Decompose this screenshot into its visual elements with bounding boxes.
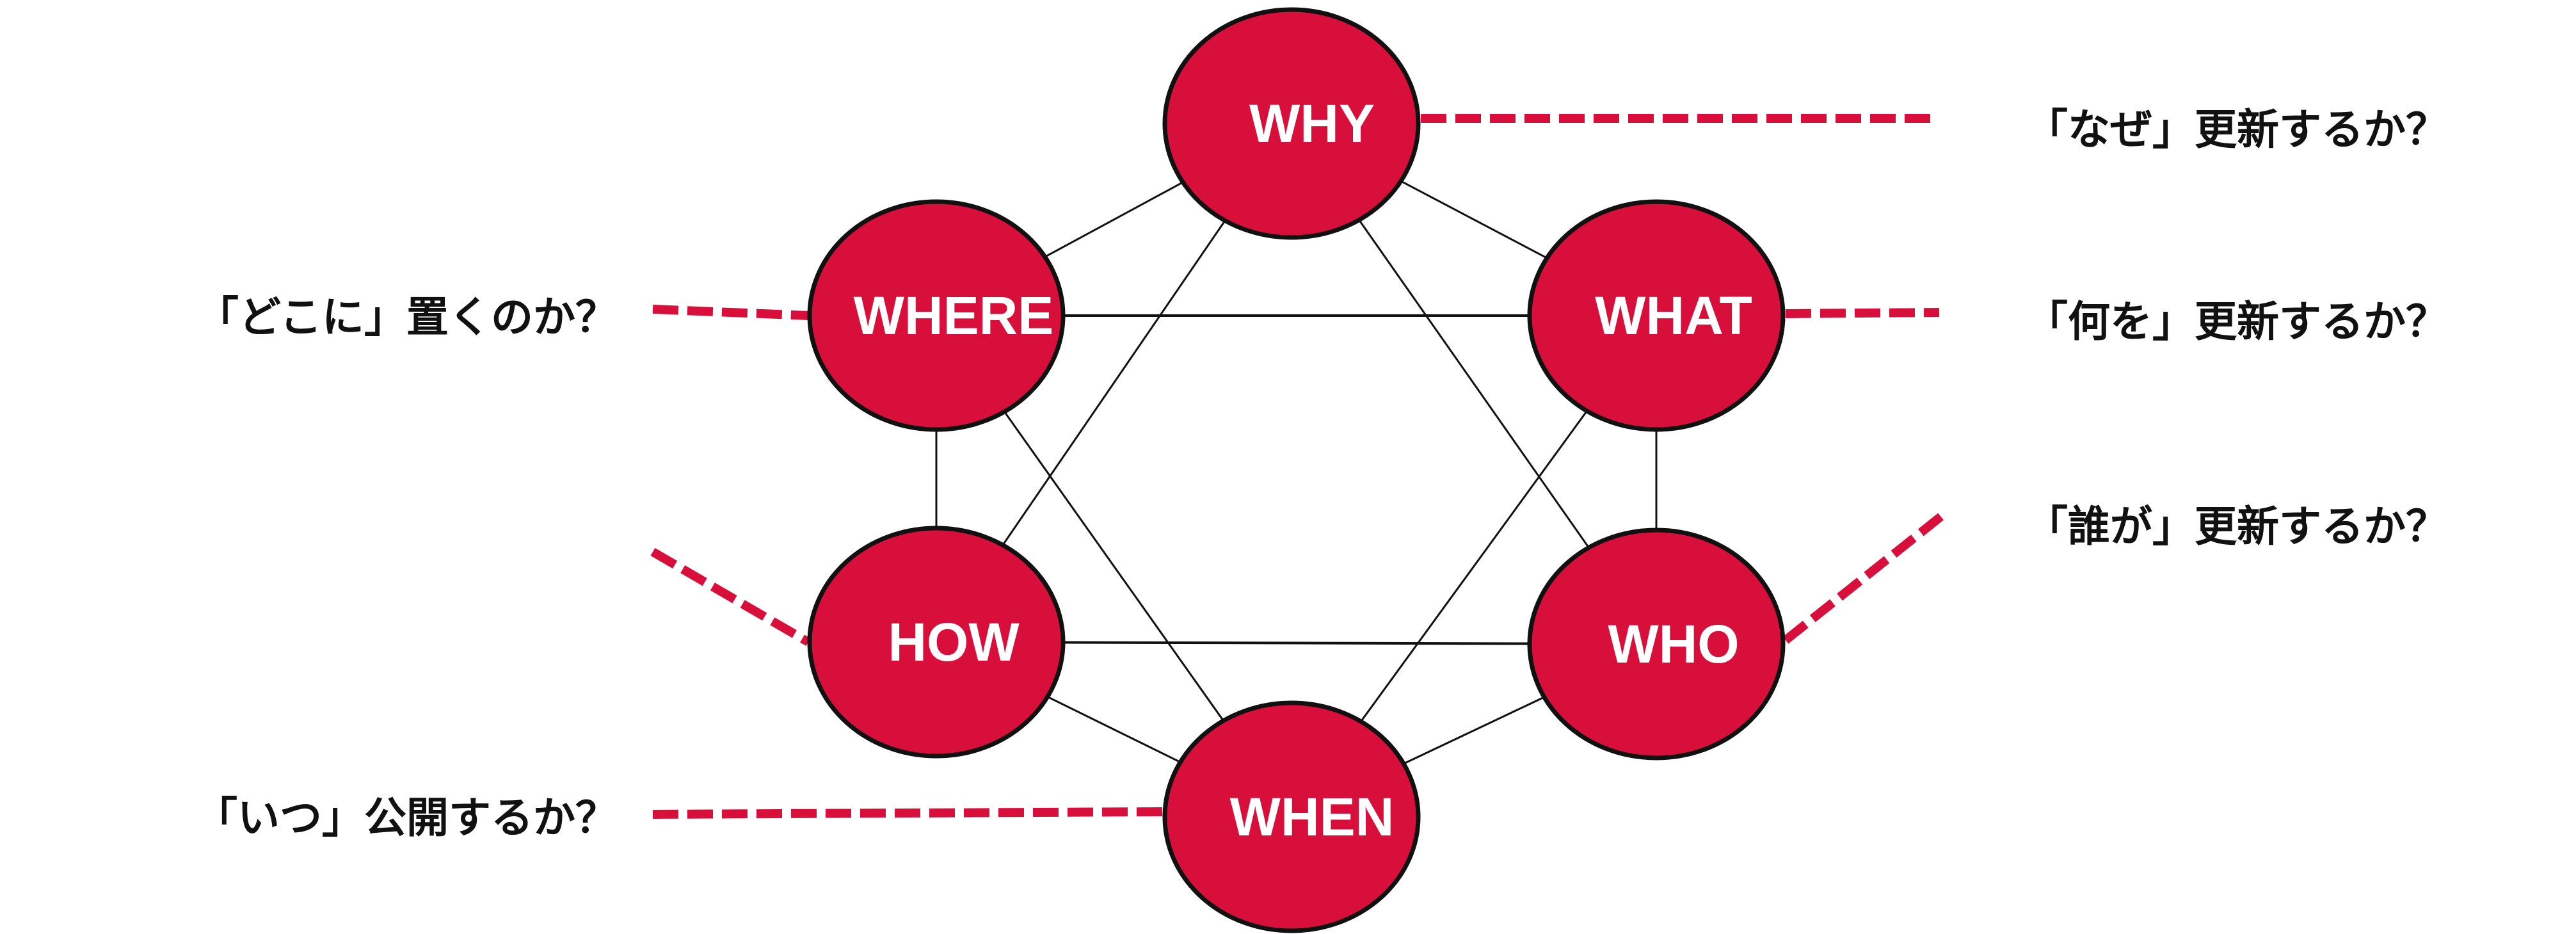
question-where: 「どこに」置くのか？ — [196, 293, 618, 342]
node-label: WHAT — [1595, 286, 1752, 346]
leader-when — [652, 807, 1164, 819]
node-why: WHY — [1162, 7, 1421, 240]
question-what: 「何を」更新するか？ — [2026, 297, 2448, 346]
node-label: WHERE — [854, 286, 1054, 346]
leader-how — [650, 547, 811, 647]
leader-lines — [650, 114, 1946, 819]
node-label: WHY — [1249, 93, 1375, 154]
leader-what — [1785, 308, 1940, 318]
node-who: WHO — [1527, 527, 1786, 761]
node-label: WHEN — [1230, 787, 1395, 847]
node-how: HOW — [807, 526, 1066, 759]
node-label: WHO — [1608, 614, 1739, 674]
question-when: 「いつ」公開するか？ — [195, 793, 618, 842]
question-who: 「誰が」更新するか？ — [2026, 502, 2448, 551]
leader-where — [652, 305, 809, 320]
leader-who — [1782, 511, 1946, 644]
node-label: HOW — [888, 612, 1020, 672]
node-what: WHAT — [1527, 199, 1786, 432]
node-where: WHERE — [807, 199, 1066, 432]
node-when: WHEN — [1162, 700, 1421, 933]
question-why: 「なぜ」更新するか？ — [2026, 105, 2448, 154]
